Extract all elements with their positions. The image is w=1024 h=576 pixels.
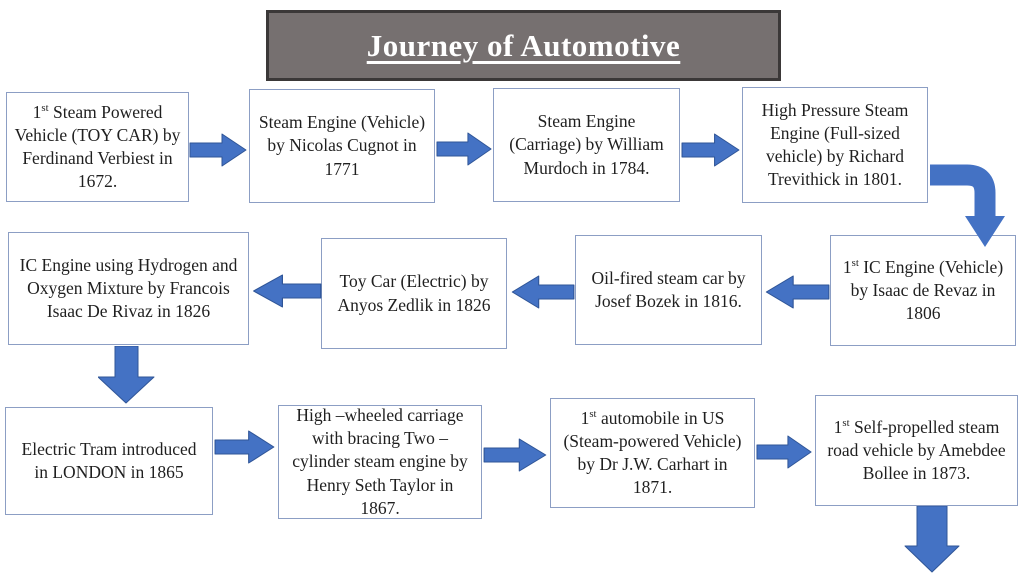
- node-text-body: High Pressure Steam Engine (Full-sized v…: [761, 99, 909, 190]
- node-text-body: Oil-fired steam car by Josef Bozek in 18…: [591, 267, 746, 311]
- node-text-pre: 1: [842, 256, 852, 277]
- node-text-pre: 1: [32, 101, 42, 122]
- node-steam-toy-car-1672: 1st Steam Powered Vehicle (TOY CAR) by F…: [6, 92, 189, 202]
- node-text-pre: 1: [833, 416, 843, 437]
- node-label: Toy Car (Electric) by Anyos Zedlik in 18…: [329, 270, 499, 316]
- arrow-down-exit-icon: [904, 506, 960, 573]
- node-label: 1st Steam Powered Vehicle (TOY CAR) by F…: [14, 101, 181, 193]
- node-text-body: IC Engine using Hydrogen and Oxygen Mixt…: [19, 254, 238, 322]
- node-text-sup: st: [842, 417, 850, 430]
- node-text-body: Electric Tram introduced in LONDON in 18…: [21, 438, 197, 482]
- node-ic-engine-hydrogen-1826: IC Engine using Hydrogen and Oxygen Mixt…: [8, 232, 249, 345]
- node-text-body: IC Engine (Vehicle) by Isaac de Revaz in…: [850, 256, 1004, 324]
- node-text-body: High –wheeled carriage with bracing Two …: [292, 405, 468, 518]
- arrow-right-9-10-icon: [214, 430, 275, 464]
- node-text-body: automobile in US (Steam-powered Vehicle)…: [563, 407, 742, 498]
- node-label: IC Engine using Hydrogen and Oxygen Mixt…: [16, 254, 241, 323]
- arrow-down-8-9-icon: [98, 346, 155, 404]
- node-high-pressure-steam-1801: High Pressure Steam Engine (Full-sized v…: [742, 87, 928, 203]
- node-high-wheeled-carriage-1867: High –wheeled carriage with bracing Two …: [278, 405, 482, 519]
- node-label: 1st automobile in US (Steam-powered Vehi…: [558, 407, 747, 499]
- node-steam-engine-carriage-1784: Steam Engine (Carriage) by William Murdo…: [493, 88, 680, 202]
- node-label: Steam Engine (Carriage) by William Murdo…: [501, 110, 672, 179]
- node-text-sup: st: [851, 257, 859, 270]
- arrow-right-1-2-icon: [189, 133, 247, 167]
- node-first-us-automobile-1871: 1st automobile in US (Steam-powered Vehi…: [550, 398, 755, 508]
- node-label: Steam Engine (Vehicle) by Nicolas Cugnot…: [257, 111, 427, 180]
- node-label: 1st IC Engine (Vehicle) by Isaac de Reva…: [838, 256, 1008, 325]
- node-first-ic-engine-1806: 1st IC Engine (Vehicle) by Isaac de Reva…: [830, 235, 1016, 346]
- arrow-right-3-4-icon: [681, 133, 740, 167]
- arrow-right-10-11-icon: [483, 438, 547, 472]
- node-text-sup: st: [41, 101, 49, 114]
- arrow-right-11-12-icon: [756, 435, 812, 469]
- node-text-body: Steam Engine (Vehicle) by Nicolas Cugnot…: [258, 112, 426, 179]
- node-label: 1st Self-propelled steam road vehicle by…: [823, 416, 1010, 485]
- node-label: Electric Tram introduced in LONDON in 18…: [13, 438, 205, 484]
- node-electric-tram-1865: Electric Tram introduced in LONDON in 18…: [5, 407, 213, 515]
- node-self-propelled-steam-1873: 1st Self-propelled steam road vehicle by…: [815, 395, 1018, 506]
- node-label: High Pressure Steam Engine (Full-sized v…: [750, 99, 920, 191]
- arrow-left-5-6-icon: [765, 275, 830, 309]
- page-title: Journey of Automotive: [366, 27, 681, 63]
- title-banner: Journey of Automotive: [266, 10, 781, 81]
- node-text-body: Steam Engine (Carriage) by William Murdo…: [509, 111, 664, 178]
- node-text-pre: 1: [580, 407, 590, 428]
- node-text-body: Toy Car (Electric) by Anyos Zedlik in 18…: [337, 271, 491, 315]
- elbow-arrow-4-5-icon: [930, 164, 1005, 247]
- arrow-left-7-8-icon: [253, 274, 322, 308]
- node-text-body: Steam Powered Vehicle (TOY CAR) by Ferdi…: [14, 101, 181, 192]
- node-oil-fired-steam-car-1816: Oil-fired steam car by Josef Bozek in 18…: [575, 235, 762, 345]
- node-label: Oil-fired steam car by Josef Bozek in 18…: [583, 267, 754, 313]
- arrow-right-2-3-icon: [436, 132, 492, 166]
- node-text-sup: st: [589, 407, 597, 420]
- node-text-body: Self-propelled steam road vehicle by Ame…: [827, 416, 1006, 484]
- node-electric-toy-car-1826: Toy Car (Electric) by Anyos Zedlik in 18…: [321, 238, 507, 349]
- node-label: High –wheeled carriage with bracing Two …: [286, 404, 474, 519]
- arrow-left-6-7-icon: [511, 275, 575, 309]
- node-steam-engine-vehicle-1771: Steam Engine (Vehicle) by Nicolas Cugnot…: [249, 89, 435, 203]
